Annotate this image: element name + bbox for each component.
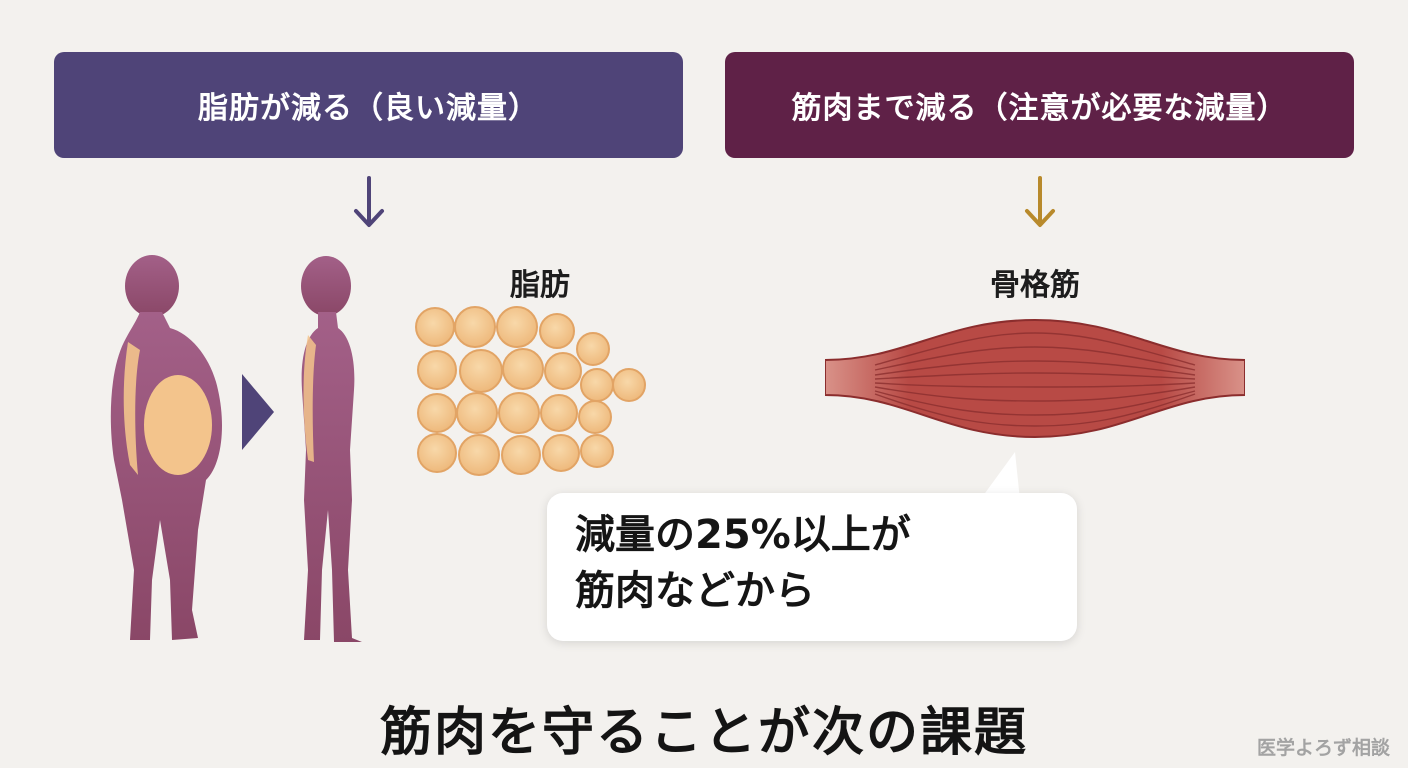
fat-cell (612, 368, 646, 402)
fat-cell (578, 400, 612, 434)
fat-cell (580, 368, 614, 402)
fat-cell (417, 350, 457, 390)
callout-bubble (547, 493, 1077, 641)
left-panel-header-text: 脂肪が減る（良い減量） (198, 91, 539, 126)
fat-cell (459, 349, 503, 393)
fat-cell (415, 307, 455, 347)
left-down-arrow-icon (354, 176, 384, 227)
right-down-arrow-icon (1025, 176, 1055, 227)
callout-line-2: 筋肉などから (575, 568, 815, 614)
fat-cell (580, 434, 614, 468)
fat-cell (501, 435, 541, 475)
fat-cell (576, 332, 610, 366)
slim-body-silhouette (301, 256, 362, 642)
fat-label: 脂肪 (510, 268, 570, 303)
callout-tail (980, 452, 1020, 500)
fat-cell (542, 434, 580, 472)
callout-line-1: 減量の25%以上が (575, 512, 911, 558)
callout-text: 減量の25%以上が 筋肉などから (575, 507, 1075, 619)
fat-cell (540, 394, 578, 432)
footer-title: 筋肉を守ることが次の課題 (379, 703, 1028, 763)
fat-cell (417, 433, 457, 473)
play-triangle-icon (242, 374, 274, 450)
left-panel-header: 脂肪が減る（良い減量） (54, 52, 683, 158)
muscle-label: 骨格筋 (990, 268, 1080, 303)
fat-cell (498, 392, 540, 434)
fat-cell (502, 348, 544, 390)
right-panel-header-text: 筋肉まで減る（注意が必要な減量） (791, 91, 1288, 126)
fat-cell (544, 352, 582, 390)
fat-cells-illustration (415, 306, 646, 476)
fat-cell (496, 306, 538, 348)
watermark: 医学よろず相談 (1256, 737, 1390, 759)
skeletal-muscle-illustration (825, 318, 1245, 439)
overweight-body-silhouette (110, 255, 222, 640)
fat-cell (539, 313, 575, 349)
fat-cell (417, 393, 457, 433)
right-panel-header: 筋肉まで減る（注意が必要な減量） (725, 52, 1354, 158)
fat-cell (454, 306, 496, 348)
fat-cell (458, 434, 500, 476)
fat-cell (456, 392, 498, 434)
